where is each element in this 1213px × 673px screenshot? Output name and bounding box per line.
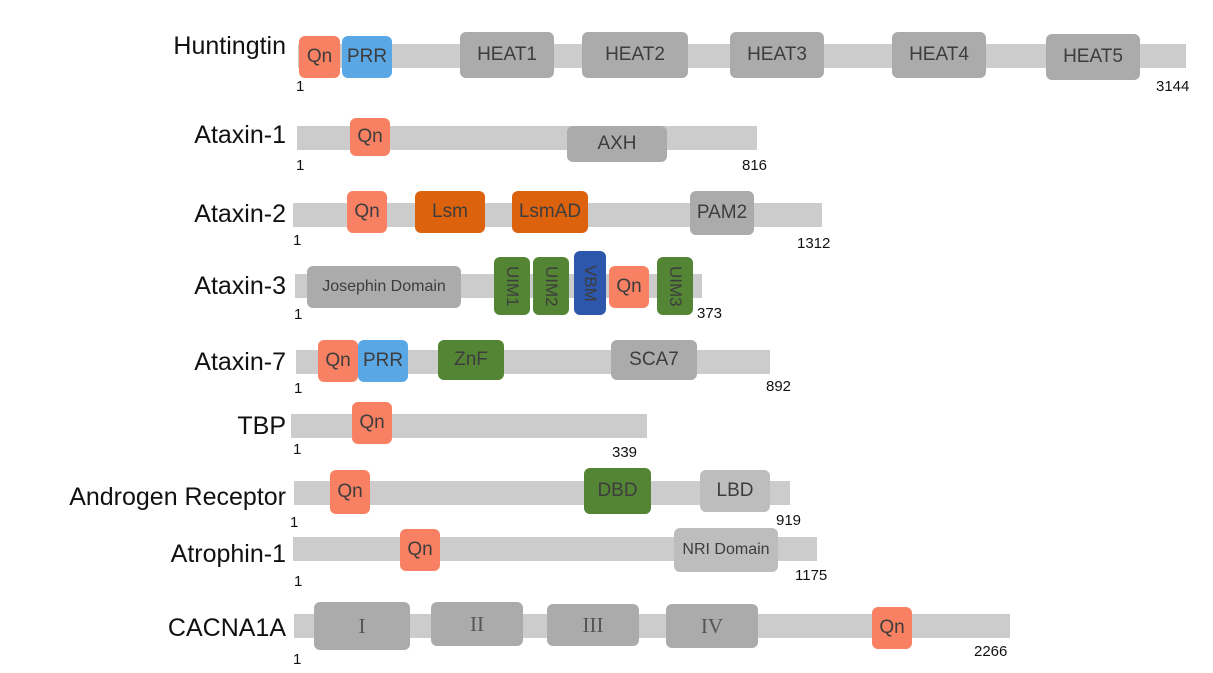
domain-i-cacna1a: I bbox=[314, 602, 410, 650]
domain-nri-domain-atrophin-1: NRI Domain bbox=[674, 528, 778, 572]
protein-name-ataxin-7: Ataxin-7 bbox=[194, 348, 286, 376]
protein-name-atrophin-1: Atrophin-1 bbox=[170, 540, 286, 568]
end-position-atrophin-1: 1175 bbox=[795, 567, 828, 584]
domain-qn-ataxin-1: Qn bbox=[350, 118, 390, 156]
domain-qn-ataxin-2: Qn bbox=[347, 191, 387, 233]
protein-name-ataxin-2: Ataxin-2 bbox=[194, 200, 286, 228]
end-position-cacna1a: 2266 bbox=[974, 643, 1008, 660]
domain-qn-tbp: Qn bbox=[352, 402, 392, 444]
domain-ii-cacna1a: II bbox=[431, 602, 523, 646]
domain-iv-cacna1a: IV bbox=[666, 604, 758, 648]
domain-josephin-domain-ataxin-3: Josephin Domain bbox=[307, 266, 461, 308]
domain-znf-ataxin-7: ZnF bbox=[438, 340, 504, 380]
end-position-ataxin-2: 1312 bbox=[797, 235, 831, 252]
domain-heat4-huntingtin: HEAT4 bbox=[892, 32, 986, 78]
domain-prr-ataxin-7: PRR bbox=[358, 340, 408, 382]
domain-qn-androgen-receptor: Qn bbox=[330, 470, 370, 514]
start-position-atrophin-1: 1 bbox=[294, 573, 303, 590]
domain-vbm-ataxin-3: VBM bbox=[574, 251, 606, 315]
domain-sca7-ataxin-7: SCA7 bbox=[611, 340, 697, 380]
start-position-ataxin-1: 1 bbox=[296, 157, 305, 174]
start-position-huntingtin: 1 bbox=[296, 78, 305, 95]
start-position-tbp: 1 bbox=[293, 441, 302, 458]
end-position-huntingtin: 3144 bbox=[1156, 78, 1190, 95]
protein-name-androgen-receptor: Androgen Receptor bbox=[69, 483, 286, 511]
domain-lsmad-ataxin-2: LsmAD bbox=[512, 191, 588, 233]
domain-heat5-huntingtin: HEAT5 bbox=[1046, 34, 1140, 80]
domain-qn-ataxin-3: Qn bbox=[609, 266, 649, 308]
domain-uim1-ataxin-3: UIM1 bbox=[494, 257, 530, 315]
start-position-ataxin-7: 1 bbox=[294, 380, 303, 397]
domain-qn-ataxin-7: Qn bbox=[318, 340, 358, 382]
domain-heat1-huntingtin: HEAT1 bbox=[460, 32, 554, 78]
protein-name-cacna1a: CACNA1A bbox=[167, 614, 286, 642]
end-position-androgen-receptor: 919 bbox=[776, 512, 802, 529]
domain-uim2-ataxin-3: UIM2 bbox=[533, 257, 569, 315]
domain-dbd-androgen-receptor: DBD bbox=[584, 468, 651, 514]
end-position-ataxin-1: 816 bbox=[742, 157, 768, 174]
domain-iii-cacna1a: III bbox=[547, 604, 639, 646]
end-position-tbp: 339 bbox=[612, 444, 638, 461]
domain-qn-cacna1a: Qn bbox=[872, 607, 912, 649]
domain-prr-huntingtin: PRR bbox=[342, 36, 392, 78]
domain-lbd-androgen-receptor: LBD bbox=[700, 470, 770, 512]
domain-qn-atrophin-1: Qn bbox=[400, 529, 440, 571]
domain-axh-ataxin-1: AXH bbox=[567, 126, 667, 162]
start-position-ataxin-3: 1 bbox=[294, 306, 303, 323]
protein-name-ataxin-3: Ataxin-3 bbox=[194, 272, 286, 300]
end-position-ataxin-7: 892 bbox=[766, 378, 792, 395]
domain-pam2-ataxin-2: PAM2 bbox=[690, 191, 754, 235]
protein-backbone-tbp bbox=[291, 414, 647, 438]
end-position-ataxin-3: 373 bbox=[697, 305, 723, 322]
protein-name-ataxin-1: Ataxin-1 bbox=[194, 121, 286, 149]
start-position-cacna1a: 1 bbox=[293, 651, 302, 668]
protein-name-huntingtin: Huntingtin bbox=[173, 32, 286, 60]
start-position-ataxin-2: 1 bbox=[293, 232, 302, 249]
domain-heat2-huntingtin: HEAT2 bbox=[582, 32, 688, 78]
domain-qn-huntingtin: Qn bbox=[299, 36, 340, 78]
domain-heat3-huntingtin: HEAT3 bbox=[730, 32, 824, 78]
domain-lsm-ataxin-2: Lsm bbox=[415, 191, 485, 233]
domain-uim3-ataxin-3: UIM3 bbox=[657, 257, 693, 315]
start-position-androgen-receptor: 1 bbox=[290, 514, 299, 531]
protein-name-tbp: TBP bbox=[237, 412, 286, 440]
